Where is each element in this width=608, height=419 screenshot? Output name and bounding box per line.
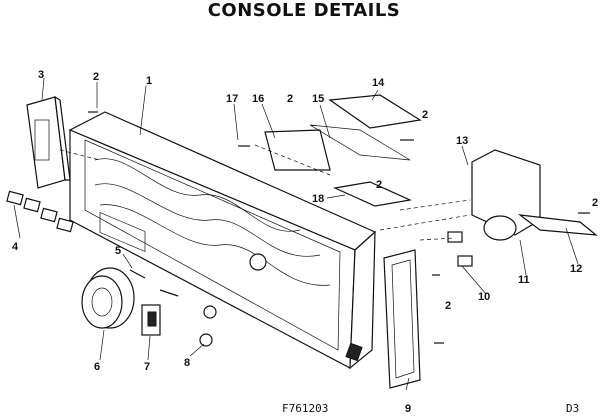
callout-2-upper-right: 2 bbox=[422, 109, 428, 121]
callout-11: 11 bbox=[518, 274, 530, 286]
callout-7: 7 bbox=[144, 361, 150, 373]
callout-9: 9 bbox=[405, 403, 411, 415]
callout-4: 4 bbox=[12, 241, 19, 253]
console-panel-part bbox=[68, 111, 377, 370]
callout-13: 13 bbox=[456, 135, 468, 147]
end-trim-part bbox=[383, 249, 421, 389]
upper-brackets-part bbox=[264, 94, 422, 207]
page-code: D3 bbox=[566, 402, 580, 415]
callout-15: 15 bbox=[312, 93, 324, 105]
callout-2-top: 2 bbox=[287, 93, 293, 105]
callout-17: 17 bbox=[226, 93, 238, 105]
clips-part bbox=[447, 231, 473, 267]
callout-8: 8 bbox=[184, 357, 190, 369]
plugs-part bbox=[199, 305, 217, 347]
callout-3: 3 bbox=[38, 69, 44, 81]
callout-14: 14 bbox=[372, 77, 385, 89]
knob-part bbox=[81, 267, 135, 329]
callout-10: 10 bbox=[478, 291, 490, 303]
left-end-cap-part bbox=[26, 95, 71, 189]
callout-2-lower: 2 bbox=[445, 300, 451, 312]
callout-2-middle: 2 bbox=[376, 179, 382, 191]
timer-part bbox=[471, 149, 598, 241]
callout-2-left: 2 bbox=[93, 71, 99, 83]
assembly-lines bbox=[59, 144, 471, 241]
leader-lines bbox=[13, 77, 579, 391]
callout-1: 1 bbox=[146, 75, 152, 87]
callout-5: 5 bbox=[115, 245, 121, 257]
callout-12: 12 bbox=[570, 263, 582, 275]
switch-part bbox=[141, 304, 161, 336]
callout-2-far-right: 2 bbox=[592, 197, 598, 209]
figure-number: F761203 bbox=[282, 402, 329, 415]
pushbuttons-part bbox=[6, 190, 74, 233]
screws-part bbox=[88, 111, 590, 344]
callout-6: 6 bbox=[94, 361, 100, 373]
callout-16: 16 bbox=[252, 93, 264, 105]
callout-18: 18 bbox=[312, 193, 324, 205]
page-title: CONSOLE DETAILS bbox=[207, 0, 401, 21]
